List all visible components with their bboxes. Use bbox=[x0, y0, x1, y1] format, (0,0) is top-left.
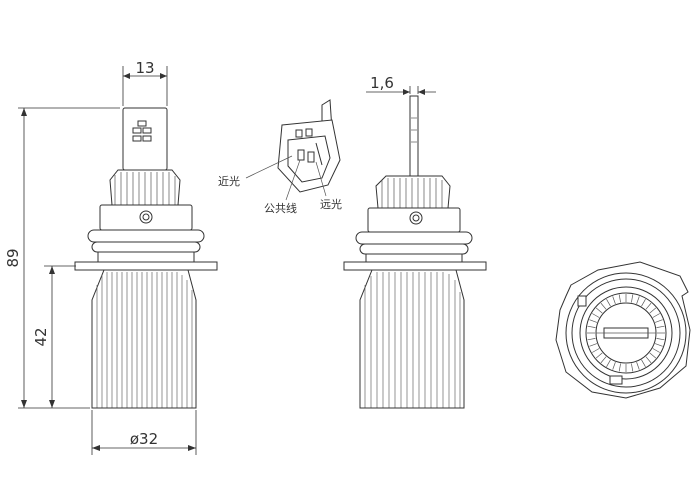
heatsink-fins bbox=[96, 272, 193, 408]
bulb-top-view bbox=[555, 261, 691, 399]
dimension-1-6-label: 1,6 bbox=[370, 74, 394, 92]
gear-tooth bbox=[612, 296, 616, 305]
dimension-heatsink-height: 42 bbox=[32, 265, 76, 408]
gear-tooth bbox=[656, 338, 665, 341]
dimension-plug-width: 13 bbox=[122, 59, 168, 106]
gear-tooth bbox=[587, 325, 596, 328]
gear-tooth bbox=[589, 343, 598, 347]
gear-tooth bbox=[595, 352, 603, 359]
gear-tooth bbox=[595, 307, 603, 314]
gear-tooth bbox=[592, 313, 600, 318]
bulb-side-view: 1,6 bbox=[343, 74, 487, 409]
gear-tooth bbox=[600, 356, 607, 364]
dimension-diameter: ø32 bbox=[91, 410, 197, 455]
dimension-42-label: 42 bbox=[32, 327, 50, 346]
label-common-wire: 公共线 bbox=[264, 201, 297, 215]
dimension-d32-label: ø32 bbox=[130, 430, 158, 448]
gear-tooth bbox=[649, 352, 657, 359]
side-neck-ribs bbox=[381, 178, 443, 208]
gear-tooth bbox=[652, 348, 660, 353]
gear-tooth bbox=[656, 325, 665, 328]
gear-tooth bbox=[641, 299, 646, 307]
set-screw bbox=[139, 210, 153, 224]
bulb-front-view: 13 89 42 ø32 bbox=[4, 59, 218, 455]
gear-tooth bbox=[612, 361, 616, 370]
neck-ribs bbox=[114, 172, 176, 205]
gear-tooth bbox=[654, 319, 663, 323]
gear-tooth bbox=[631, 363, 634, 372]
gear-tooth bbox=[631, 294, 634, 303]
gear-tooth bbox=[592, 348, 600, 353]
gear-tooth bbox=[587, 338, 596, 341]
gear-tooth bbox=[641, 359, 646, 367]
plug-contacts bbox=[132, 120, 152, 142]
gear-tooth bbox=[600, 302, 607, 310]
gear-tooth bbox=[618, 294, 621, 303]
label-low-beam: 近光 bbox=[218, 174, 240, 188]
gear-tooth bbox=[652, 313, 660, 318]
gear-tooth bbox=[645, 356, 652, 364]
gear-tooth bbox=[618, 363, 621, 372]
connector-detail: 近光 公共线 远光 bbox=[218, 99, 342, 215]
gear-teeth bbox=[587, 294, 665, 372]
gear-tooth bbox=[606, 299, 611, 307]
gear-tooth bbox=[654, 343, 663, 347]
gear-tooth bbox=[645, 302, 652, 310]
dimension-13-label: 13 bbox=[135, 59, 154, 77]
dimension-89-label: 89 bbox=[4, 248, 22, 267]
gear-tooth bbox=[606, 359, 611, 367]
gear-tooth bbox=[636, 296, 640, 305]
gear-tooth bbox=[649, 307, 657, 314]
gear-tooth bbox=[636, 361, 640, 370]
dimension-pin-thickness: 1,6 bbox=[366, 74, 436, 95]
label-high-beam: 远光 bbox=[320, 197, 342, 211]
dimension-total-height: 89 bbox=[4, 107, 120, 409]
side-heatsink-fins bbox=[364, 272, 461, 408]
gear-tooth bbox=[589, 319, 598, 323]
